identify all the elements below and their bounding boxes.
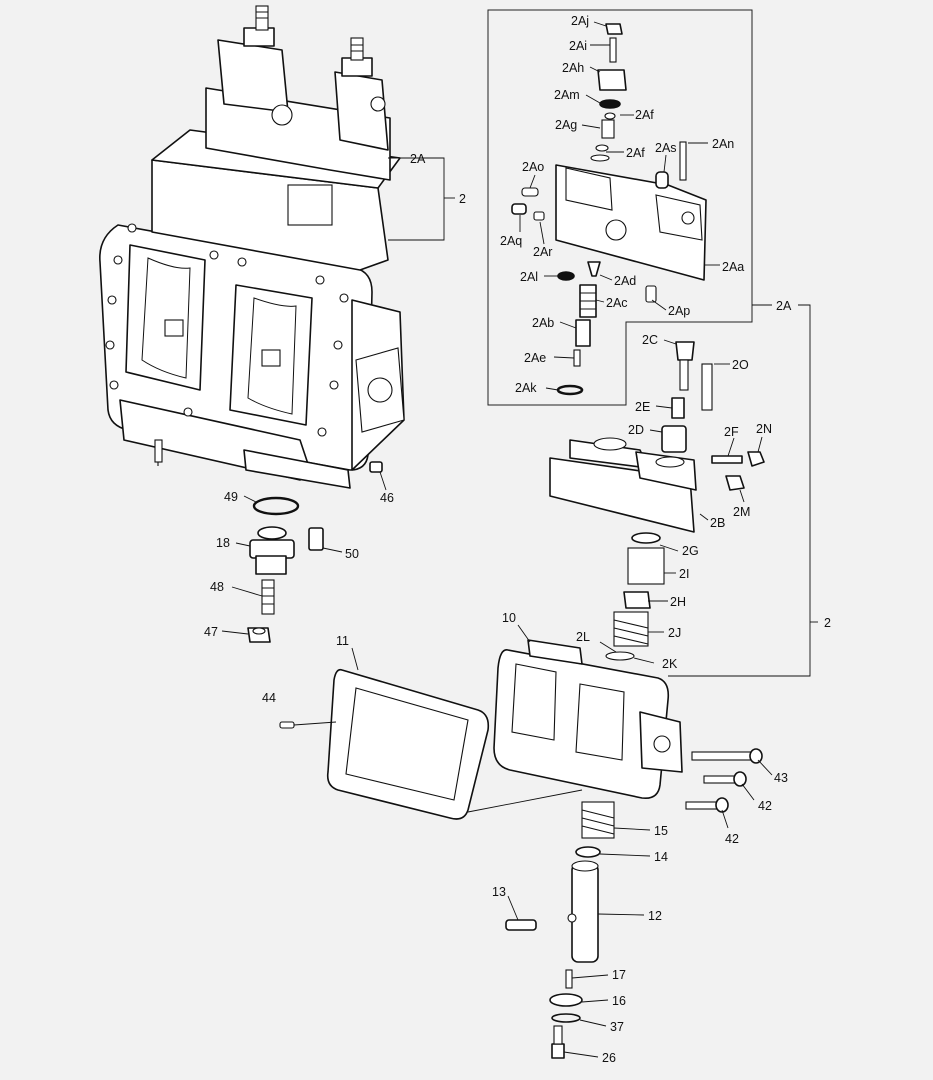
cap-2B-assembly: [549, 341, 765, 533]
callout-2B: 2B: [710, 516, 725, 530]
callout-2Aq: 2Aq: [500, 234, 522, 248]
callout-2J: 2J: [668, 626, 681, 640]
callout-2Ap: 2Ap: [668, 304, 690, 318]
callout-14: 14: [654, 850, 668, 864]
callout-26: 26: [602, 1051, 616, 1065]
callout-2G: 2G: [682, 544, 699, 558]
lower-stack-15-26: [505, 801, 615, 1059]
callout-2I: 2I: [679, 567, 689, 581]
callout-44: 44: [262, 691, 276, 705]
callout-2Am: 2Am: [554, 88, 580, 102]
callout-2F: 2F: [724, 425, 739, 439]
callout-2H: 2H: [670, 595, 686, 609]
callout-2C: 2C: [642, 333, 658, 347]
spring-stack-2G-2K: [605, 532, 665, 661]
callout-2L: 2L: [576, 630, 590, 644]
sub-assembly-2A-exploded: [487, 9, 753, 406]
assembled-valve-body: [99, 5, 405, 489]
callout-2N: 2N: [756, 422, 772, 436]
callout-12: 12: [648, 909, 662, 923]
callout-18: 18: [216, 536, 230, 550]
callout-2D: 2D: [628, 423, 644, 437]
callout-42-upper: 42: [758, 799, 772, 813]
callout-2Ak: 2Ak: [515, 381, 537, 395]
callout-2M: 2M: [733, 505, 750, 519]
callout-2A-top: 2A: [410, 152, 426, 166]
callout-2Ac: 2Ac: [606, 296, 628, 310]
callout-2A-right: 2A: [776, 299, 792, 313]
callout-2Ao: 2Ao: [522, 160, 544, 174]
callout-17: 17: [612, 968, 626, 982]
body-part-10: [493, 639, 683, 800]
callout-2Al: 2Al: [520, 270, 538, 284]
callout-13: 13: [492, 885, 506, 899]
callout-2Ai: 2Ai: [569, 39, 587, 53]
callout-2Ae: 2Ae: [524, 351, 546, 365]
callout-2Ab: 2Ab: [532, 316, 554, 330]
callout-10: 10: [502, 611, 516, 625]
leader-lines: [221, 21, 818, 1058]
callout-42-lower: 42: [725, 832, 739, 846]
callout-2-top: 2: [459, 192, 466, 206]
callout-2Aj: 2Aj: [571, 14, 589, 28]
callout-2As: 2As: [655, 141, 677, 155]
callout-2Ad: 2Ad: [614, 274, 636, 288]
callout-2E: 2E: [635, 400, 650, 414]
callout-50: 50: [345, 547, 359, 561]
callout-16: 16: [612, 994, 626, 1008]
callout-2O: 2O: [732, 358, 749, 372]
bolts-42-43: [685, 748, 763, 813]
lower-left-parts: [247, 461, 383, 643]
callout-2-right: 2: [824, 616, 831, 630]
callout-2Ah: 2Ah: [562, 61, 584, 75]
body-bolt-holes: [105, 223, 349, 437]
callout-2Af-lower: 2Af: [626, 146, 645, 160]
callout-47: 47: [204, 625, 218, 639]
gasket-part-11: [279, 668, 490, 820]
callout-48: 48: [210, 580, 224, 594]
callout-2K: 2K: [662, 657, 678, 671]
callout-11: 11: [336, 634, 349, 648]
callout-2Aa: 2Aa: [722, 260, 744, 274]
callout-2An: 2An: [712, 137, 734, 151]
callout-43: 43: [774, 771, 788, 785]
callout-2Af-upper: 2Af: [635, 108, 654, 122]
callout-46: 46: [380, 491, 394, 505]
callout-2Ar: 2Ar: [533, 245, 552, 259]
callout-15: 15: [654, 824, 668, 838]
callout-labels: 2Aj 2Ai 2Ah 2Am 2Af 2Ag 2Af 2As 2An 2Ao …: [204, 14, 831, 1065]
callout-37: 37: [610, 1020, 624, 1034]
callout-49: 49: [224, 490, 238, 504]
callout-2Ag: 2Ag: [555, 118, 577, 132]
